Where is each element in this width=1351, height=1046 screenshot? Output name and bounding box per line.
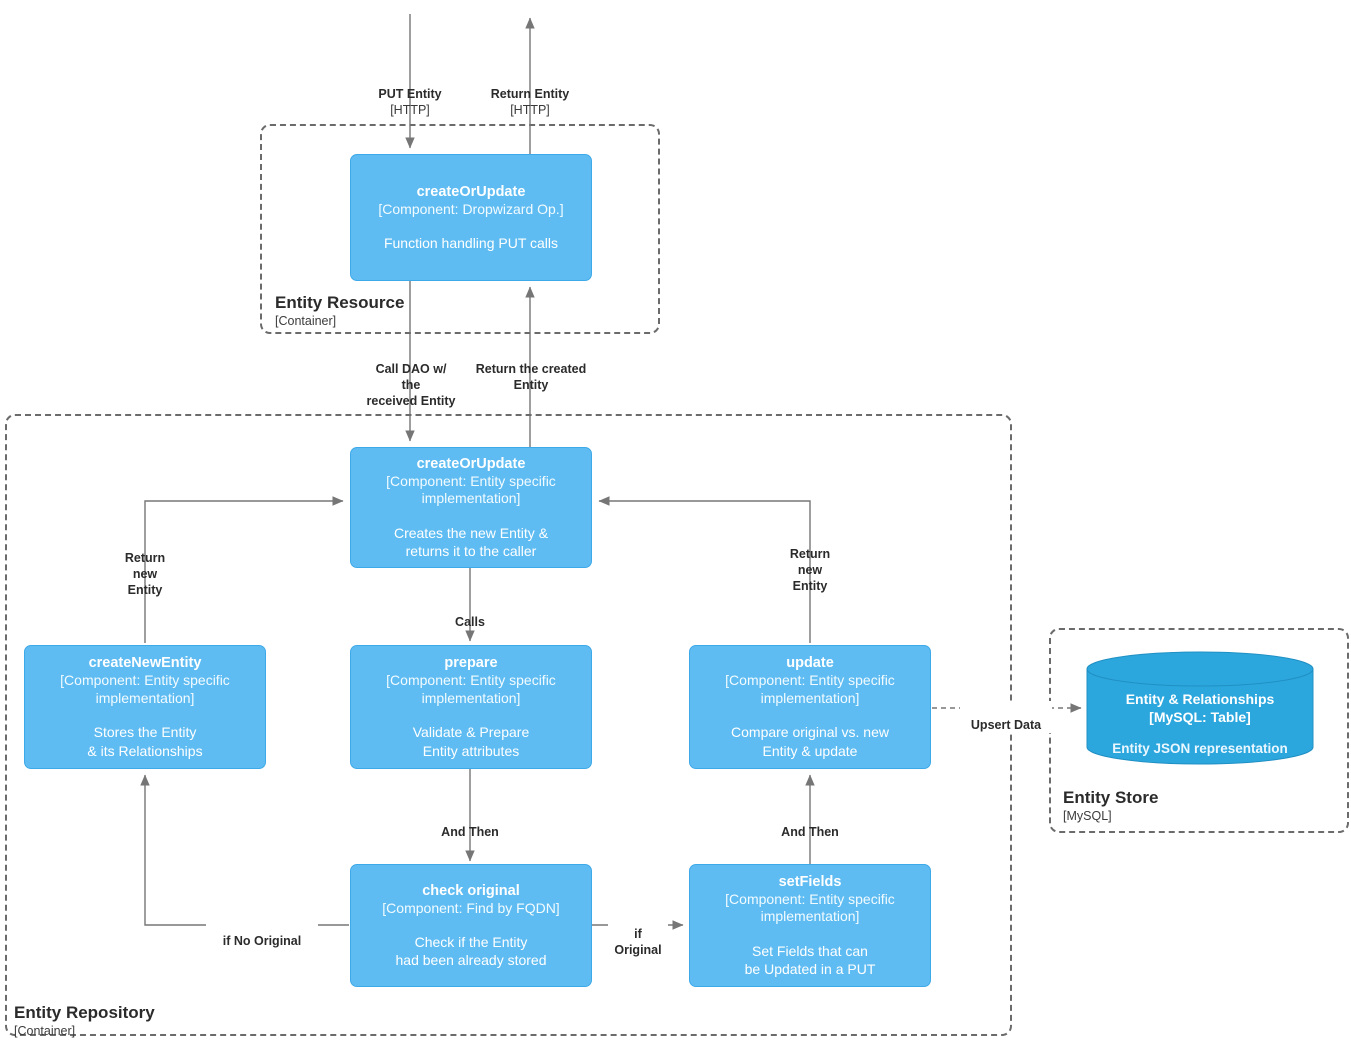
component-name: createOrUpdate bbox=[416, 183, 526, 200]
component-tech: [Component: Dropwizard Op.] bbox=[378, 200, 564, 217]
edge-return-new-entity-right-line bbox=[598, 496, 811, 643]
database-entity-relationships[interactable]: Entity & Relationships [MySQL: Table] En… bbox=[1086, 651, 1314, 765]
component-name: check original bbox=[422, 882, 520, 899]
boundary-entity-resource bbox=[260, 124, 660, 334]
boundary-name-entity-resource: Entity Resource bbox=[275, 293, 405, 312]
component-desc: Creates the new Entity & returns it to t… bbox=[393, 524, 549, 560]
component-name: update bbox=[786, 655, 834, 672]
component-create-new-entity[interactable]: createNewEntity [Component: Entity speci… bbox=[24, 645, 266, 769]
component-desc: Function handling PUT calls bbox=[383, 235, 559, 252]
boundary-label-entity-repository: Entity Repository [Container] bbox=[14, 1003, 155, 1038]
component-desc: Compare original vs. new Entity & update bbox=[731, 724, 889, 759]
boundary-label-entity-resource: Entity Resource [Container] bbox=[275, 293, 404, 328]
boundary-type-entity-resource: [Container] bbox=[275, 313, 337, 328]
component-desc: Validate & Prepare Entity attributes bbox=[412, 724, 530, 759]
component-desc: Stores the Entity & its Relationships bbox=[87, 724, 203, 759]
component-check-original[interactable]: check original [Component: Find by FQDN]… bbox=[350, 864, 592, 987]
component-name: createOrUpdate bbox=[416, 455, 526, 472]
component-desc: Check if the Entity had been already sto… bbox=[395, 934, 547, 969]
edge-return-new-entity-left-line bbox=[144, 496, 344, 643]
component-name: setFields bbox=[778, 873, 842, 890]
boundary-name-entity-store: Entity Store bbox=[1063, 788, 1159, 807]
component-resource-create-or-update[interactable]: createOrUpdate [Component: Dropwizard Op… bbox=[350, 154, 592, 281]
component-repo-create-or-update[interactable]: createOrUpdate [Component: Entity specif… bbox=[350, 447, 592, 568]
cylinder-shape bbox=[1086, 651, 1314, 765]
component-update[interactable]: update [Component: Entity specific imple… bbox=[689, 645, 931, 769]
component-tech: [Component: Entity specific implementati… bbox=[386, 672, 556, 706]
component-tech: [Component: Entity specific implementati… bbox=[386, 472, 556, 507]
component-desc: Set Fields that can be Updated in a PUT bbox=[744, 942, 876, 978]
component-tech: [Component: Find by FQDN] bbox=[382, 899, 560, 916]
boundary-type-entity-repository: [Container] bbox=[14, 1023, 76, 1038]
component-tech: [Component: Entity specific implementati… bbox=[725, 672, 895, 706]
boundary-type-entity-store: [MySQL] bbox=[1063, 808, 1112, 823]
component-prepare[interactable]: prepare [Component: Entity specific impl… bbox=[350, 645, 592, 769]
component-tech: [Component: Entity specific implementati… bbox=[725, 890, 895, 925]
component-name: createNewEntity bbox=[88, 655, 202, 672]
boundary-name-entity-repository: Entity Repository bbox=[14, 1003, 155, 1022]
component-tech: [Component: Entity specific implementati… bbox=[60, 672, 230, 706]
boundary-label-entity-store: Entity Store [MySQL] bbox=[1063, 788, 1158, 823]
component-set-fields[interactable]: setFields [Component: Entity specific im… bbox=[689, 864, 931, 987]
component-name: prepare bbox=[444, 655, 498, 672]
